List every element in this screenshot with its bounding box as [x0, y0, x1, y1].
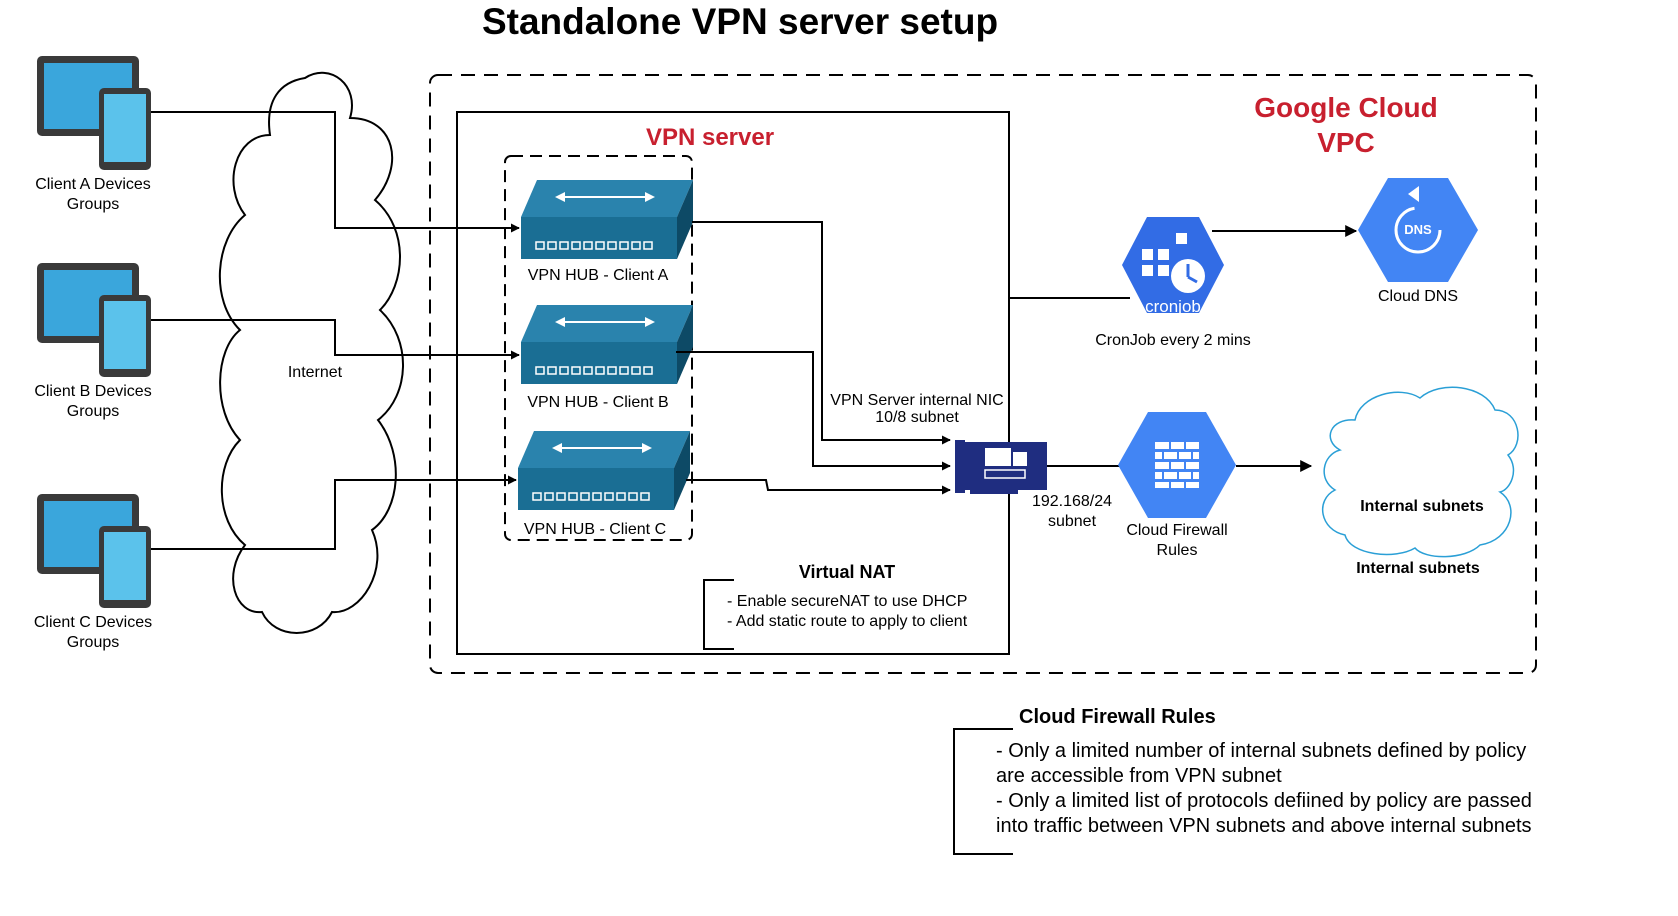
vpn-hub-a-icon	[520, 179, 694, 260]
client-c-label: Client C Devices Groups	[18, 613, 168, 653]
client-b-devices-icon	[37, 263, 151, 377]
connector-client-c	[151, 475, 517, 550]
virtual-nat-item: - Add static route to apply to client	[727, 613, 968, 630]
hub-c-label: VPN HUB - Client C	[523, 521, 667, 538]
vpn-hub-c-icon	[517, 430, 691, 511]
connector-hub-a-nic	[692, 221, 951, 445]
cronjob-icon	[1122, 217, 1224, 313]
virtual-nat-title: Virtual NAT	[798, 562, 896, 582]
gcp-vpc-boundary	[429, 74, 1537, 674]
firewall-note-line: - Only a limited list of protocols defii…	[996, 790, 1532, 812]
nic-label-line1: VPN Server internal NIC	[830, 392, 1004, 409]
connector-client-b	[151, 319, 520, 360]
dns-icon-text: DNS	[1404, 222, 1432, 237]
internet-cloud	[219, 71, 404, 634]
subnet-label-line2: subnet	[1047, 513, 1097, 530]
cronjob-icon-text: cronjob	[1145, 297, 1201, 316]
internal-subnets-below-label: Internal subnets	[1356, 560, 1480, 577]
nic-label: VPN Server internal NIC 10/8 subnet	[822, 392, 1012, 426]
client-a-devices-icon	[37, 56, 151, 170]
firewall-note-bracket	[953, 728, 1013, 855]
vpn-server-title: VPN server	[645, 124, 775, 151]
connector-hub-c-nic	[686, 479, 951, 495]
virtual-nat-item: - Enable secureNAT to use DHCP	[727, 593, 968, 610]
firewall-note-title: Cloud Firewall Rules	[1019, 706, 1216, 728]
virtual-nat-bracket	[703, 579, 734, 650]
client-a-label-line1: Client A Devices	[35, 176, 151, 193]
connector-client-a	[151, 111, 520, 233]
client-b-label-line2: Groups	[66, 403, 120, 420]
client-c-label-line1: Client C Devices	[33, 614, 153, 631]
internet-label: Internet	[287, 364, 343, 381]
cloud-firewall-label-line2: Rules	[1156, 542, 1198, 559]
firewall-note-line: are accessible from VPN subnet	[996, 765, 1282, 787]
client-b-label-line1: Client B Devices	[34, 383, 152, 400]
firewall-note-line: - Only a limited number of internal subn…	[996, 740, 1527, 762]
subnet-label-line1: 192.168/24	[1031, 493, 1113, 510]
internal-subnets-inner-label: Internal subnets	[1360, 498, 1484, 515]
client-c-devices-icon	[37, 494, 151, 608]
cloud-firewall-label: Cloud Firewall Rules	[1107, 521, 1247, 561]
client-c-label-line2: Groups	[66, 634, 120, 651]
network-card-icon	[955, 440, 1047, 494]
cloud-dns-icon	[1358, 178, 1478, 282]
cloud-dns-label: Cloud DNS	[1377, 288, 1459, 305]
client-a-label-line2: Groups	[66, 196, 120, 213]
cloud-firewall-label-line1: Cloud Firewall	[1126, 522, 1228, 539]
client-b-label: Client B Devices Groups	[18, 382, 168, 422]
hub-a-label: VPN HUB - Client A	[527, 267, 669, 284]
subnet-label: 192.168/24 subnet	[1022, 492, 1122, 532]
nic-label-line2: 10/8 subnet	[875, 409, 959, 426]
vpn-hub-b-icon	[520, 304, 694, 385]
gcp-vpc-title: Google Cloud VPC	[1236, 90, 1456, 160]
cloud-firewall-icon	[1118, 412, 1236, 518]
connector-hub-b-nic	[676, 351, 951, 471]
hub-b-label: VPN HUB - Client B	[527, 394, 669, 411]
virtual-nat-list: - Enable secureNAT to use DHCP - Add sta…	[727, 592, 967, 632]
gcp-vpc-title-line1: Google Cloud	[1254, 92, 1438, 123]
page-title: Standalone VPN server setup	[481, 1, 999, 42]
gcp-vpc-title-line2: VPC	[1317, 127, 1375, 158]
firewall-note-line: into traffic between VPN subnets and abo…	[996, 815, 1532, 837]
cronjob-label: CronJob every 2 mins	[1095, 332, 1251, 349]
internal-subnets-cloud	[1321, 386, 1519, 558]
firewall-note-body: - Only a limited number of internal subn…	[996, 739, 1532, 839]
client-a-label: Client A Devices Groups	[18, 175, 168, 215]
